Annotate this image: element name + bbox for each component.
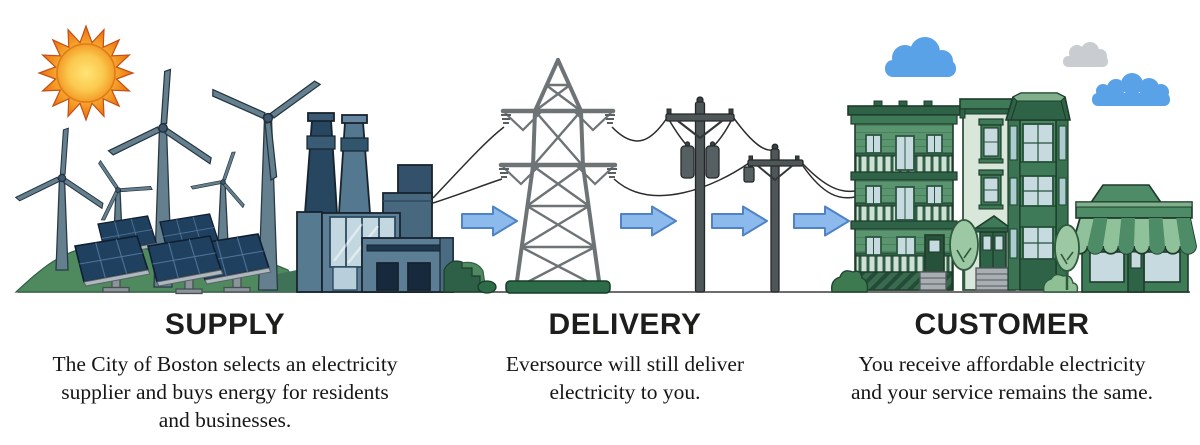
supply-line-3: and businesses. (158, 407, 292, 432)
transmission-tower-icon (477, 58, 618, 294)
storefront-icon (1071, 184, 1197, 293)
townhouse-icon (959, 92, 1071, 291)
cloud-icon (1092, 73, 1170, 106)
flow-arrow-icon (620, 205, 677, 237)
cloud-icon (1063, 42, 1108, 67)
wind-turbine-icon (186, 36, 331, 291)
supply-heading: SUPPLY (164, 308, 286, 341)
cloud-icon (885, 37, 956, 77)
caption-supply: SUPPLY The City of Boston selects an ele… (15, 308, 435, 435)
utility-pole-icon (743, 143, 804, 293)
utility-pole-icon (665, 96, 735, 293)
delivery-heading: DELIVERY (548, 308, 702, 341)
customer-line-2: and your service remains the same. (850, 379, 1154, 404)
tree-icon (949, 219, 979, 290)
supply-line-2: supplier and buys energy for residents (61, 379, 389, 404)
flow-arrow-icon (793, 205, 850, 237)
bush-icon (1042, 273, 1079, 293)
tree-icon (1054, 224, 1080, 290)
supply-line-1: The City of Boston selects an electricit… (52, 352, 398, 376)
flow-arrow-icon (711, 205, 768, 237)
flow-arrow-icon (461, 205, 518, 237)
delivery-line-2: electricity to you. (549, 379, 701, 404)
wind-turbine-icon (12, 120, 118, 271)
customer-line-1: You receive affordable electricity (858, 352, 1146, 376)
delivery-line-1: Eversource will still deliver (505, 352, 745, 376)
power-plant-icon (296, 112, 454, 293)
bush-icon (830, 270, 869, 293)
sun-icon (37, 24, 135, 122)
illustration (12, 24, 1197, 295)
caption-delivery: DELIVERY Eversource will still deliver e… (425, 308, 825, 407)
caption-customer: CUSTOMER You receive affordable electric… (802, 308, 1200, 407)
customer-heading: CUSTOMER (914, 308, 1090, 341)
